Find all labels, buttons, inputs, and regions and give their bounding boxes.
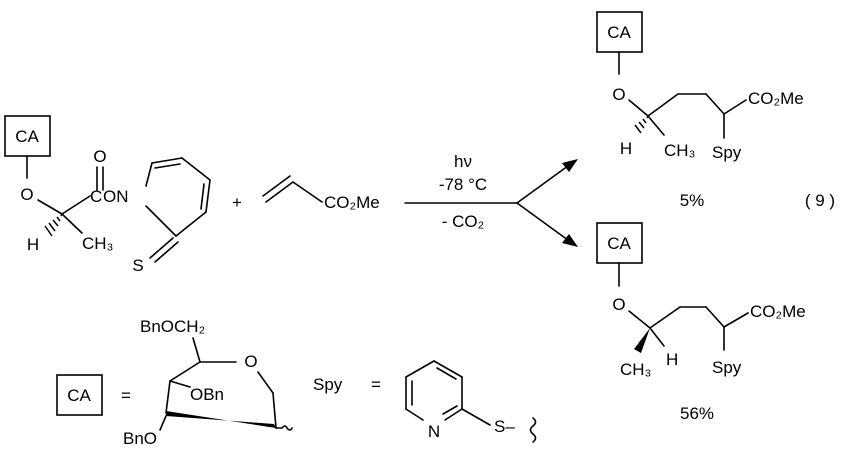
bnoch2-label: BnOCH₂ xyxy=(140,317,205,336)
hashed-bond-top xyxy=(634,115,649,134)
ca-definition: CA = BnOCH₂ O OBn BnO xyxy=(56,317,293,448)
spy-top: Spy xyxy=(712,143,742,162)
ca-label-reactant: CA xyxy=(15,127,39,146)
hashed-bond-reactant xyxy=(44,213,63,237)
spy-bottom: Spy xyxy=(712,358,742,377)
spy-attachment-wavy xyxy=(529,417,537,443)
pyridinethione-ring xyxy=(145,157,211,263)
obn-label: OBn xyxy=(190,385,224,404)
ether-oxygen-reactant: O xyxy=(20,185,33,204)
ether-oxygen-bottom: O xyxy=(612,295,625,314)
branched-reaction-arrow xyxy=(404,159,578,247)
ca-label-product-top: CA xyxy=(607,23,631,42)
sugar-attachment-wavy xyxy=(275,425,293,431)
ca-box-definition xyxy=(56,374,103,416)
bno-label: BnO xyxy=(123,429,157,448)
spy-label-definition: Spy xyxy=(313,375,343,394)
pyridine-ring xyxy=(405,360,463,421)
thio-linkage: S– xyxy=(494,417,515,436)
equation-number: ( 9 ) xyxy=(805,191,835,210)
condition-decarboxylation: - CO₂ xyxy=(442,212,484,231)
h-label-top: H xyxy=(620,139,632,158)
pyridine-nitrogen: N xyxy=(428,422,440,441)
carbonyl-oxygen: O xyxy=(93,147,106,166)
reactant-barton-ester: CA O H CH₃ O C ON xyxy=(4,115,211,275)
product-bottom: CA O CH₃ H CO₂Me Spy xyxy=(596,222,806,379)
carbonyl-carbon: C xyxy=(90,187,102,206)
ether-oxygen-top: O xyxy=(612,85,625,104)
methyl-reactant: CH₃ xyxy=(82,234,113,253)
thione-sulfur: S xyxy=(132,256,143,275)
yield-top: 5% xyxy=(680,191,705,210)
condition-temperature: -78 °C xyxy=(439,175,487,194)
methyl-acrylate: CO₂Me xyxy=(262,175,380,212)
h-label-reactant: H xyxy=(27,235,39,254)
methyl-bottom: CH₃ xyxy=(620,360,651,379)
h-label-bottom: H xyxy=(666,350,678,369)
ca-equals: = xyxy=(121,386,131,405)
ester-top: CO₂Me xyxy=(748,89,804,108)
n-o-linkage: ON xyxy=(103,187,129,206)
methyl-top: CH₃ xyxy=(664,141,695,160)
spy-equals: = xyxy=(371,375,381,394)
spy-definition: Spy = N S– xyxy=(313,360,537,443)
ester-bottom: CO₂Me xyxy=(750,302,806,321)
plus-sign: + xyxy=(232,193,242,212)
ca-label-product-bottom: CA xyxy=(607,234,631,253)
wedge-bond-bottom xyxy=(634,328,650,353)
product-top: CA O H CH₃ CO₂Me Spy xyxy=(596,11,804,162)
acrylate-ester-group: CO₂Me xyxy=(324,193,380,212)
condition-light: hν xyxy=(454,152,472,171)
ring-oxygen: O xyxy=(244,352,257,371)
sugar-front-bond xyxy=(166,411,276,428)
yield-bottom: 56% xyxy=(680,404,714,423)
ca-label-definition: CA xyxy=(67,386,91,405)
